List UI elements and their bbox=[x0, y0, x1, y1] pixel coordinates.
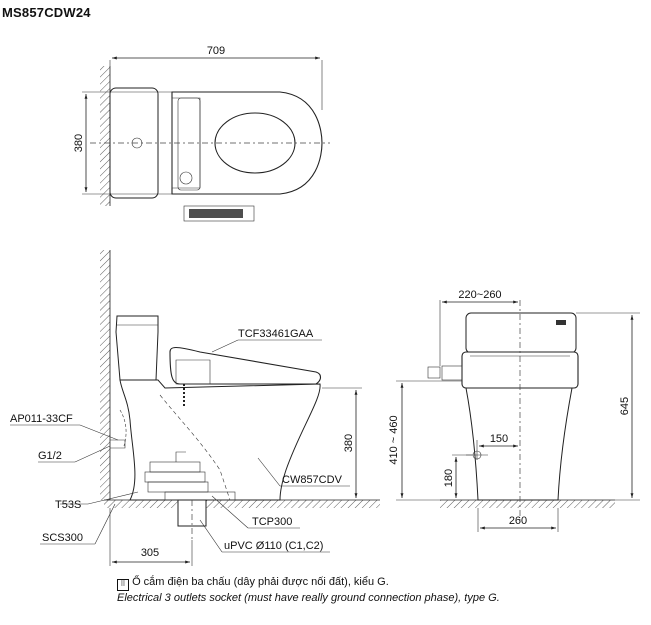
washlet-seat-side bbox=[169, 346, 322, 385]
label-flange: SCS300 bbox=[42, 532, 83, 544]
front-view: 220~260 645 410 ~ 460 150 180 260 bbox=[388, 289, 640, 532]
dim-410-460: 410 ~ 460 bbox=[388, 415, 400, 464]
remote-control bbox=[183, 205, 255, 222]
dim-709: 709 bbox=[207, 45, 225, 57]
dim-645: 645 bbox=[619, 397, 631, 415]
label-inlet: G1/2 bbox=[38, 450, 62, 462]
tank-front bbox=[465, 312, 577, 354]
dim-150: 150 bbox=[490, 433, 508, 445]
label-bolt: T53S bbox=[55, 499, 81, 511]
note-vi-text: Ổ cắm điện ba chấu (dây phải được nối đấ… bbox=[132, 576, 389, 588]
floor-hatch-front bbox=[440, 500, 615, 508]
label-pipe: uPVC Ø110 (C1,C2) bbox=[224, 540, 323, 552]
drawing-title: MS857CDW24 bbox=[2, 5, 91, 20]
dim-380-side: 380 bbox=[343, 434, 355, 452]
side-view: 380 305 TCF33461GAA AP011-33CF G1/2 T53S… bbox=[10, 250, 380, 566]
seat-control-housing bbox=[177, 97, 201, 191]
wall-hatch bbox=[100, 66, 110, 206]
label-outlet-part: TCP300 bbox=[252, 516, 292, 528]
label-seat-model: TCF33461GAA bbox=[238, 328, 314, 340]
floor-hatch bbox=[104, 500, 380, 508]
dim-380-top: 380 bbox=[73, 134, 85, 152]
socket-front bbox=[427, 366, 441, 379]
dim-180: 180 bbox=[443, 469, 455, 487]
dim-305: 305 bbox=[141, 547, 159, 559]
wall-hatch-side bbox=[100, 250, 110, 500]
label-valve: AP011-33CF bbox=[10, 413, 73, 425]
dim-220-260: 220~260 bbox=[458, 289, 501, 301]
dim-260: 260 bbox=[509, 515, 527, 527]
tank-side bbox=[115, 315, 159, 381]
bowl-front bbox=[465, 387, 573, 501]
note-en-text: Electrical 3 outlets socket (must have r… bbox=[117, 592, 500, 604]
top-view: 709 380 bbox=[73, 45, 330, 222]
bowl-side bbox=[119, 379, 321, 501]
seat-side-connector bbox=[441, 365, 463, 381]
note-english: Electrical 3 outlets socket (must have r… bbox=[117, 592, 500, 604]
label-body-model: CW857CDV bbox=[282, 474, 343, 486]
note-vietnamese: ⠿ Ổ cắm điện ba chấu (dây phải được nối … bbox=[117, 576, 389, 591]
socket-icon: ⠿ bbox=[117, 579, 129, 591]
